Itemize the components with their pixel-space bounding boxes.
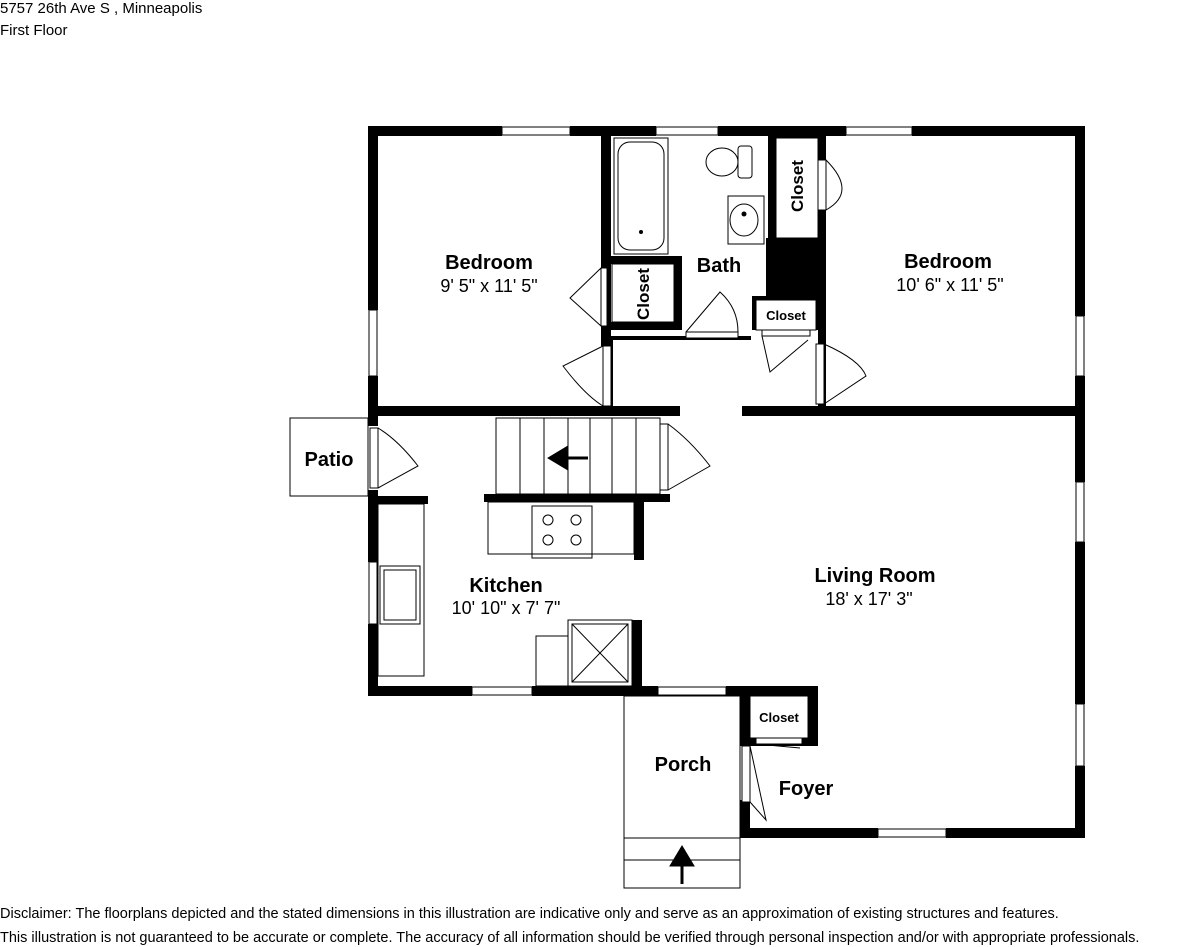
closet-interiors <box>611 137 819 739</box>
bedroom-right-name: Bedroom <box>904 251 992 273</box>
closet-small-name: Closet <box>766 308 806 323</box>
porch-name: Porch <box>655 754 712 776</box>
living-room-dims: 18' x 17' 3" <box>825 589 912 609</box>
stair-arrow-icon <box>547 445 588 471</box>
living-room-name: Living Room <box>814 565 935 587</box>
disclaimer-line-2: This illustration is not guaranteed to b… <box>0 930 1140 946</box>
closet-bath-top-name: Closet <box>788 160 807 212</box>
bedroom-left-dims: 9' 5" x 11' 5" <box>440 276 537 296</box>
disclaimer-line-1: Disclaimer: The floorplans depicted and … <box>0 906 1059 922</box>
closet-bath-left-name: Closet <box>634 268 653 320</box>
foyer-name: Foyer <box>779 778 834 800</box>
kitchen-dims: 10' 10" x 7' 7" <box>452 598 561 618</box>
floor-label: First Floor <box>0 22 68 39</box>
patio-name: Patio <box>305 449 354 471</box>
entry-arrow-icon <box>669 845 695 884</box>
bath-name: Bath <box>697 255 741 277</box>
walls <box>368 126 1085 838</box>
bedroom-right-dims: 10' 6" x 11' 5" <box>896 275 1003 295</box>
closet-foyer-name: Closet <box>759 710 799 725</box>
windows <box>368 126 1085 838</box>
floor-plan: Bedroom 9' 5" x 11' 5" Bath Bedroom 10' … <box>289 126 1085 889</box>
kitchen-name: Kitchen <box>469 575 542 597</box>
property-address: 5757 26th Ave S , Minneapolis <box>0 0 203 17</box>
bedroom-left-name: Bedroom <box>445 252 533 274</box>
doors <box>369 159 867 822</box>
